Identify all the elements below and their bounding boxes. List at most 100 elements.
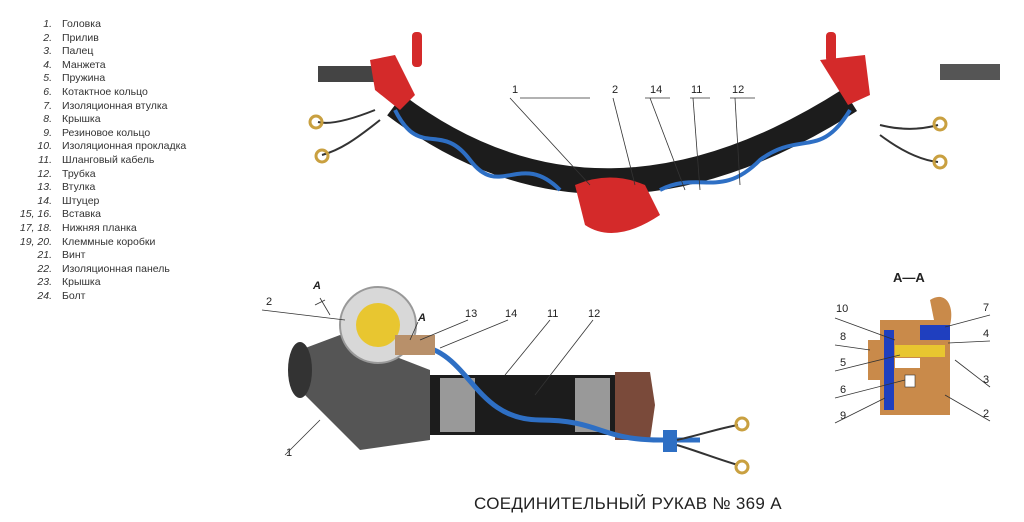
right-head <box>820 55 870 105</box>
center-coupling <box>575 177 660 233</box>
callout-2: 2 <box>612 84 619 96</box>
bottom-hose-assembly <box>261 286 750 475</box>
legend-number: 6. <box>43 85 52 98</box>
callout-10: 10 <box>836 303 849 315</box>
callout-4: 4 <box>983 328 990 340</box>
legend-item: 19, 20. Клеммные коробки <box>0 236 186 250</box>
legend-number: 22. <box>37 262 52 275</box>
legend-text: Котактное кольцо <box>62 85 148 98</box>
legend-text: Крышка <box>62 276 101 289</box>
legend-item: 5. Пружина <box>0 72 186 86</box>
legend-number: 5. <box>43 72 52 85</box>
callout-1: 1 <box>286 447 293 459</box>
legend-number: 19, 20. <box>19 235 52 248</box>
legend-item: 24. Болт <box>0 290 186 304</box>
legend-text: Вставка <box>62 208 102 221</box>
callout-14: 14 <box>650 84 663 96</box>
fitting <box>395 335 435 355</box>
legend-item: 17, 18. Нижняя планка <box>0 222 186 236</box>
callout-11: 11 <box>547 308 559 320</box>
legend-item: 11. Шланговый кабель <box>0 154 186 168</box>
left-pipe <box>318 66 374 82</box>
callout-1: 1 <box>512 84 519 96</box>
legend-item: 23. Крышка <box>0 276 186 290</box>
legend-text: Резиновое кольцо <box>62 126 151 139</box>
legend-text: Втулка <box>62 181 96 194</box>
section-a-a <box>834 296 991 424</box>
legend-text: Трубка <box>62 167 96 180</box>
legend-text: Манжета <box>62 58 106 71</box>
legend-item: 10. Изоляционная прокладка <box>0 140 186 154</box>
legend-text: Винт <box>62 249 86 262</box>
callout-5: 5 <box>840 357 847 369</box>
legend-number: 2. <box>43 31 52 44</box>
legend-number: 13. <box>37 181 52 194</box>
section-title: А—А <box>893 270 925 285</box>
legend-item: 22. Изоляционная панель <box>0 263 186 277</box>
legend-text: Изоляционная панель <box>62 262 170 275</box>
legend-text: Прилив <box>62 31 99 44</box>
top-hose <box>387 89 858 195</box>
legend-number: 8. <box>43 113 52 126</box>
legend-number: 14. <box>37 194 52 207</box>
legend-number: 3. <box>43 45 52 58</box>
legend-item: 2. Прилив <box>0 32 186 46</box>
legend-number: 11. <box>38 153 52 166</box>
legend-number: 12. <box>37 167 52 180</box>
legend-number: 21. <box>37 249 52 262</box>
callout-6: 6 <box>840 384 847 396</box>
legend-item: 14.Штуцер <box>0 195 186 209</box>
legend-text: Пружина <box>62 72 106 85</box>
left-head <box>370 55 415 110</box>
legend-text: Изоляционная прокладка <box>62 140 187 153</box>
right-pipe <box>940 64 1000 80</box>
legend-item: 8.Крышка <box>0 113 186 127</box>
legend-item: 6. Котактное кольцо <box>0 86 186 100</box>
callout-9: 9 <box>840 410 847 422</box>
legend-number: 15, 16. <box>19 208 52 221</box>
legend-number: 7. <box>43 99 52 112</box>
callout-12: 12 <box>588 308 601 320</box>
coupling-head-body <box>300 335 430 450</box>
callout-13: 13 <box>465 308 478 320</box>
legend-item: 12. Трубка <box>0 168 186 182</box>
callout-3: 3 <box>983 374 990 386</box>
callout-8: 8 <box>840 331 847 343</box>
callout-2: 2 <box>983 408 990 420</box>
legend-item: 4. Манжета <box>0 59 186 73</box>
nut <box>615 372 655 440</box>
legend-number: 1. <box>43 18 52 30</box>
legend-item: 9. Резиновое кольцо <box>0 127 186 141</box>
top-hose-assembly <box>308 32 1000 233</box>
legend-item: 3. Палец <box>0 45 186 59</box>
section-mark-a: А <box>418 312 426 324</box>
section-mark-a: А <box>313 280 321 292</box>
legend-item: 7. Изоляционная втулка <box>0 100 186 114</box>
legend-item: 13. Втулка <box>0 181 186 195</box>
legend-text: Изоляционная втулка <box>62 99 168 112</box>
legend-number: 23. <box>37 276 52 289</box>
legend-item: 1. Головка <box>0 18 186 32</box>
legend-text: Нижняя планка <box>62 221 137 234</box>
callout-2: 2 <box>266 296 273 308</box>
legend-number: 17, 18. <box>19 221 52 234</box>
legend-number: 9. <box>43 126 52 139</box>
legend-number: 24. <box>37 289 52 302</box>
legend-text: Палец <box>62 45 94 58</box>
legend-item: 15, 16. Вставка <box>0 208 186 222</box>
legend-text: Шланговый кабель <box>62 153 155 166</box>
callout-14: 14 <box>505 308 518 320</box>
callout-12: 12 <box>732 84 745 96</box>
legend-text: Головка <box>62 18 101 30</box>
legend-number: 4. <box>43 58 52 71</box>
callout-7: 7 <box>983 302 990 314</box>
parts-legend: 1. Головка 2. Прилив 3. Палец 4. Манжета 5. Пружи… <box>0 18 186 303</box>
legend-text: Болт <box>62 289 86 302</box>
top-cable <box>393 108 852 192</box>
legend-text: Клеммные коробки <box>62 235 156 248</box>
legend-item: 21. Винт <box>0 249 186 263</box>
legend-number: 10. <box>37 140 52 153</box>
diagram-title: СОЕДИНИТЕЛЬНЫЙ РУКАВ № 369 А <box>474 494 782 513</box>
